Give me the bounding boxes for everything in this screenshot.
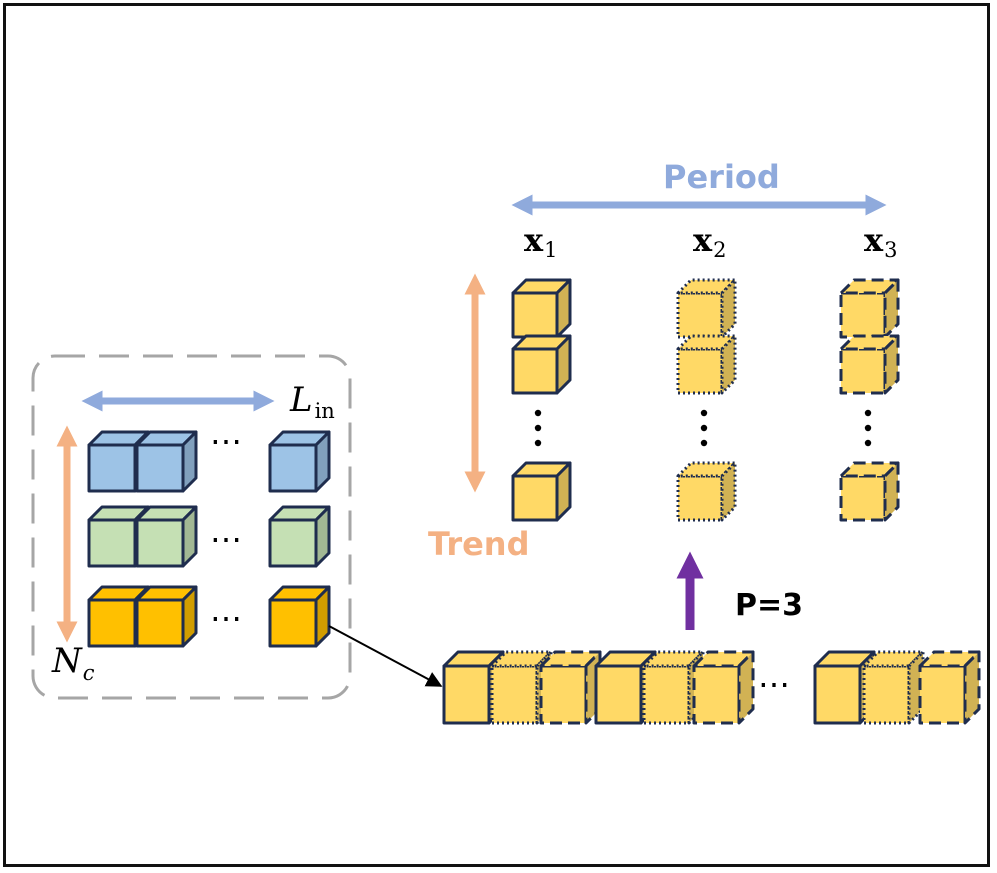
cube-orange-3 xyxy=(268,585,331,648)
ellipsis-row-3: ⋯ xyxy=(210,599,242,637)
x1-label: x1 xyxy=(524,221,557,262)
cube-green-2 xyxy=(135,505,198,568)
sequence-cube-6 xyxy=(692,650,755,725)
column-1-cube-3 xyxy=(511,461,572,522)
column-2-cube-1 xyxy=(676,278,737,339)
input-series-box xyxy=(31,354,352,700)
cube-blue-2 xyxy=(135,430,198,493)
column-1-cube-2 xyxy=(511,334,572,395)
sequence-cube-9 xyxy=(918,650,981,725)
connector-arrow xyxy=(328,625,443,687)
column-2-cube-2 xyxy=(676,334,737,395)
patch-sequence xyxy=(442,650,981,725)
column-3-cube-3 xyxy=(839,461,900,522)
lin-label: Lin xyxy=(289,380,335,423)
trend-label: Trend xyxy=(428,525,529,563)
vertical-ellipsis-3 xyxy=(864,409,872,447)
nc-label: Nc xyxy=(51,641,95,685)
cube-orange-2 xyxy=(135,585,198,648)
cube-green-1 xyxy=(87,505,150,568)
x2-label: x2 xyxy=(693,221,726,262)
column-3-cube-1 xyxy=(839,278,900,339)
cube-blue-3 xyxy=(268,430,331,493)
ellipsis-sequence: ⋯ xyxy=(758,665,790,703)
x3-label: x3 xyxy=(864,221,897,262)
ellipsis-row-1: ⋯ xyxy=(210,422,242,460)
patch-label: P=3 xyxy=(735,588,803,623)
channel-cube-grid xyxy=(87,430,331,648)
vertical-ellipsis-1 xyxy=(534,409,542,447)
vertical-ellipsis-2 xyxy=(700,409,708,447)
sequence-cube-3 xyxy=(539,650,602,725)
period-columns xyxy=(511,278,900,522)
column-2-cube-3 xyxy=(676,461,737,522)
cube-green-3 xyxy=(268,505,331,568)
period-label: Period xyxy=(663,158,780,196)
column-3-cube-2 xyxy=(839,334,900,395)
ellipsis-row-2: ⋯ xyxy=(210,520,242,558)
sequence-cube-8 xyxy=(862,650,925,725)
column-1-cube-1 xyxy=(511,278,572,339)
